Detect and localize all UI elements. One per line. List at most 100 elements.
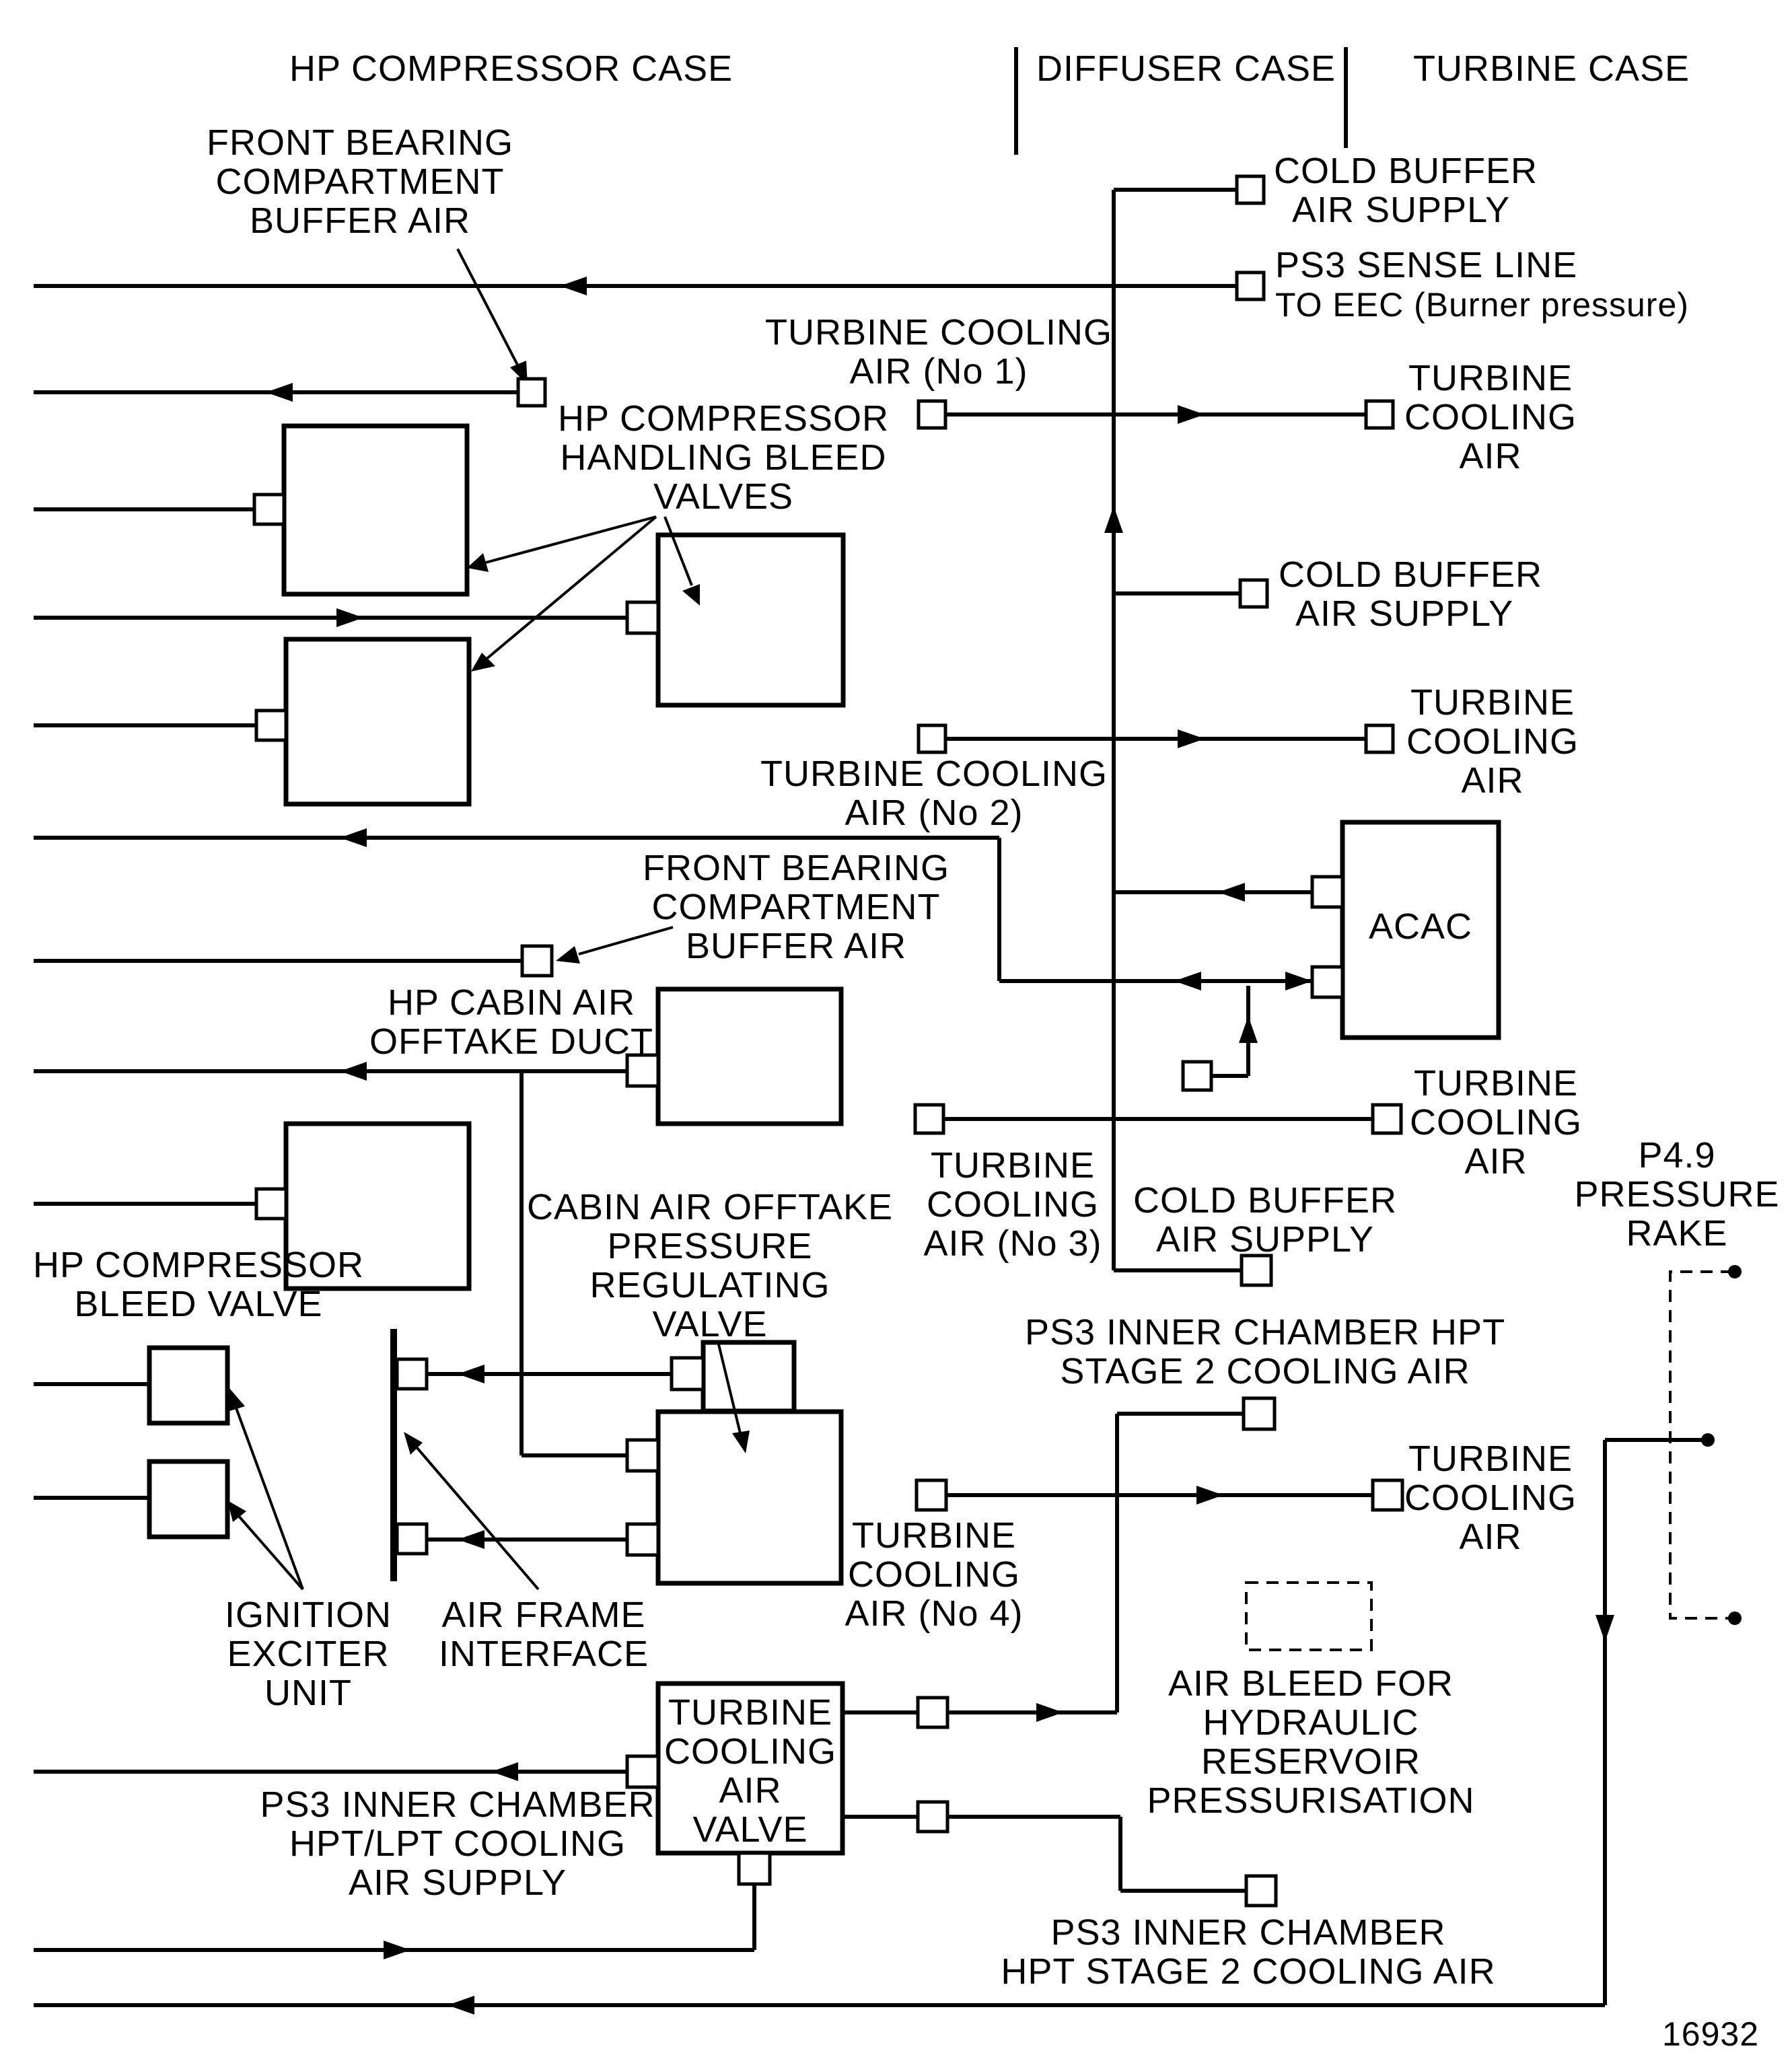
svg-text:PS3 INNER CHAMBER HPT: PS3 INNER CHAMBER HPT (1025, 1312, 1505, 1352)
svg-text:IGNITION: IGNITION (225, 1595, 392, 1635)
svg-text:PS3 SENSE LINE: PS3 SENSE LINE (1275, 245, 1577, 285)
svg-text:STAGE 2 COOLING AIR: STAGE 2 COOLING AIR (1060, 1351, 1470, 1391)
ignition-exciter-1 (147, 1345, 230, 1426)
label-turbine-cooling-air-3: TURBINE COOLING AIR (1410, 1063, 1582, 1182)
label-ps3-sense: PS3 SENSE LINE TO EEC (Burner pressure) (1275, 245, 1689, 324)
svg-text:AIR (No 3): AIR (No 3) (923, 1223, 1102, 1264)
svg-text:RESERVOIR: RESERVOIR (1201, 1741, 1421, 1782)
port-turbine-cooling-no1 (917, 399, 947, 430)
svg-text:HPT STAGE 2 COOLING AIR: HPT STAGE 2 COOLING AIR (1001, 1951, 1495, 1992)
svg-text:TURBINE: TURBINE (852, 1515, 1016, 1556)
cabin-prv-actuator (701, 1340, 797, 1414)
acac-port-1 (1310, 875, 1345, 909)
label-p49-rake: P4.9 PRESSURE RAKE (1574, 1135, 1779, 1254)
svg-text:BUFFER AIR: BUFFER AIR (686, 926, 906, 966)
svg-text:AIR: AIR (1459, 1517, 1521, 1557)
handling-bleed-valve-3 (655, 532, 846, 708)
svg-text:PRESSURE: PRESSURE (1574, 1174, 1779, 1215)
port-turbine-cooling-no2 (917, 723, 947, 754)
port-cold-buffer-1 (1235, 174, 1266, 205)
svg-text:AIR: AIR (719, 1770, 781, 1811)
port-tcav-upper (916, 1696, 949, 1729)
handling-bleed-valve-1 (281, 423, 470, 597)
ignition-exciter-2 (147, 1459, 230, 1540)
svg-text:AIR: AIR (1459, 436, 1521, 476)
svg-text:AIR (No 4): AIR (No 4) (845, 1593, 1023, 1634)
svg-text:HP COMPRESSOR: HP COMPRESSOR (558, 398, 889, 439)
svg-text:HP COMPRESSOR: HP COMPRESSOR (33, 1245, 364, 1285)
svg-text:AIR SUPPLY: AIR SUPPLY (1292, 190, 1510, 230)
svg-text:COOLING: COOLING (1406, 721, 1579, 762)
svg-text:PS3 INNER CHAMBER: PS3 INNER CHAMBER (1050, 1912, 1445, 1953)
svg-text:AIR SUPPLY: AIR SUPPLY (1156, 1219, 1374, 1260)
svg-text:TURBINE: TURBINE (1408, 1439, 1573, 1479)
port-tcav-lower (916, 1800, 949, 1834)
header-diffuser-case: DIFFUSER CASE (1036, 48, 1336, 89)
label-turbine-cooling-no2: TURBINE COOLING AIR (No 2) (760, 754, 1107, 833)
svg-text:P4.9: P4.9 (1638, 1135, 1715, 1176)
port-ps3-hpt-stage2-top (1242, 1396, 1277, 1431)
svg-text:BUFFER AIR: BUFFER AIR (250, 201, 470, 241)
port-ps3-sense (1235, 270, 1266, 301)
svg-text:AIR SUPPLY: AIR SUPPLY (1295, 593, 1513, 634)
svg-text:COMPARTMENT: COMPARTMENT (216, 161, 505, 202)
label-hp-bleed-valve: HP COMPRESSOR BLEED VALVE (33, 1245, 364, 1324)
p49-rake-dashed (1669, 1270, 1733, 1620)
svg-text:COLD BUFFER: COLD BUFFER (1133, 1180, 1397, 1221)
svg-text:COOLING: COOLING (1410, 1102, 1582, 1143)
port-acac-feed (1181, 1060, 1213, 1092)
hydraulic-bleed-dashed-box (1245, 1581, 1373, 1651)
port-ps3-hpt-stage2-bottom (1244, 1874, 1278, 1908)
port-turbine-cooling-air-3 (1371, 1103, 1403, 1135)
label-turbine-cooling-no4: TURBINE COOLING AIR (No 4) (845, 1515, 1023, 1634)
svg-text:VALVE: VALVE (652, 1304, 767, 1344)
svg-text:HP CABIN AIR: HP CABIN AIR (388, 982, 635, 1023)
svg-text:COOLING: COOLING (848, 1554, 1020, 1595)
svg-text:TURBINE: TURBINE (1410, 682, 1575, 723)
label-turbine-cooling-air-1: TURBINE COOLING AIR (1404, 358, 1576, 476)
svg-text:OFFTAKE DUCT: OFFTAKE DUCT (369, 1021, 653, 1062)
svg-text:EXCITER: EXCITER (227, 1634, 389, 1674)
handling-bleed-valve-2 (283, 637, 472, 807)
svg-text:HANDLING BLEED: HANDLING BLEED (560, 437, 886, 478)
figure-number: 16932 (1662, 2015, 1759, 2053)
svg-text:INTERFACE: INTERFACE (439, 1634, 649, 1674)
label-turbine-cooling-air-4: TURBINE COOLING AIR (1404, 1439, 1576, 1557)
svg-text:AIR (No 1): AIR (No 1) (849, 351, 1028, 392)
port-turbine-cooling-air-4 (1371, 1478, 1404, 1512)
svg-text:AIR SUPPLY: AIR SUPPLY (349, 1863, 567, 1903)
label-air-frame-interface: AIR FRAME INTERFACE (439, 1595, 649, 1674)
svg-text:PRESSURISATION: PRESSURISATION (1147, 1780, 1474, 1821)
port-turbine-cooling-air-2 (1364, 723, 1395, 754)
label-ps3-hpt-stage2-top: PS3 INNER CHAMBER HPT STAGE 2 COOLING AI… (1025, 1312, 1505, 1391)
label-front-bearing-2: FRONT BEARING COMPARTMENT BUFFER AIR (643, 848, 949, 966)
svg-text:COOLING: COOLING (927, 1184, 1099, 1225)
acac-box (1340, 820, 1501, 1040)
port-front-bearing-2 (520, 944, 554, 978)
svg-text:TURBINE: TURBINE (1414, 1063, 1578, 1104)
label-front-bearing-1: FRONT BEARING COMPARTMENT BUFFER AIR (207, 122, 513, 241)
svg-text:COOLING: COOLING (664, 1731, 836, 1772)
label-ps3-hpt-lpt: PS3 INNER CHAMBER HPT/LPT COOLING AIR SU… (260, 1784, 654, 1903)
svg-text:AIR (No 2): AIR (No 2) (845, 793, 1023, 833)
port-turbine-cooling-air-1 (1364, 399, 1395, 430)
svg-text:CABIN AIR OFFTAKE: CABIN AIR OFFTAKE (527, 1187, 893, 1227)
svg-text:TO EEC (Burner pressure): TO EEC (Burner pressure) (1275, 286, 1689, 324)
svg-text:AIR: AIR (1461, 760, 1524, 801)
label-cold-buffer-2: COLD BUFFER AIR SUPPLY (1279, 554, 1542, 634)
svg-text:VALVES: VALVES (653, 476, 793, 517)
svg-text:COMPARTMENT: COMPARTMENT (652, 887, 941, 927)
label-hp-handling-bleed: HP COMPRESSOR HANDLING BLEED VALVES (558, 398, 889, 517)
svg-text:AIR FRAME: AIR FRAME (441, 1595, 645, 1635)
port-turbine-cooling-no4 (915, 1478, 948, 1512)
svg-text:AIR: AIR (1464, 1141, 1527, 1182)
svg-text:TURBINE COOLING: TURBINE COOLING (765, 312, 1112, 353)
svg-text:TURBINE: TURBINE (1408, 358, 1573, 398)
header-hp-compressor-case: HP COMPRESSOR CASE (289, 48, 733, 89)
port-cold-buffer-2 (1238, 578, 1269, 609)
label-air-bleed-hydraulic: AIR BLEED FOR HYDRAULIC RESERVOIR PRESSU… (1147, 1663, 1474, 1821)
svg-text:TURBINE: TURBINE (931, 1145, 1095, 1186)
hp-cabin-offtake-box (655, 986, 844, 1126)
acac-port-2 (1310, 965, 1345, 999)
